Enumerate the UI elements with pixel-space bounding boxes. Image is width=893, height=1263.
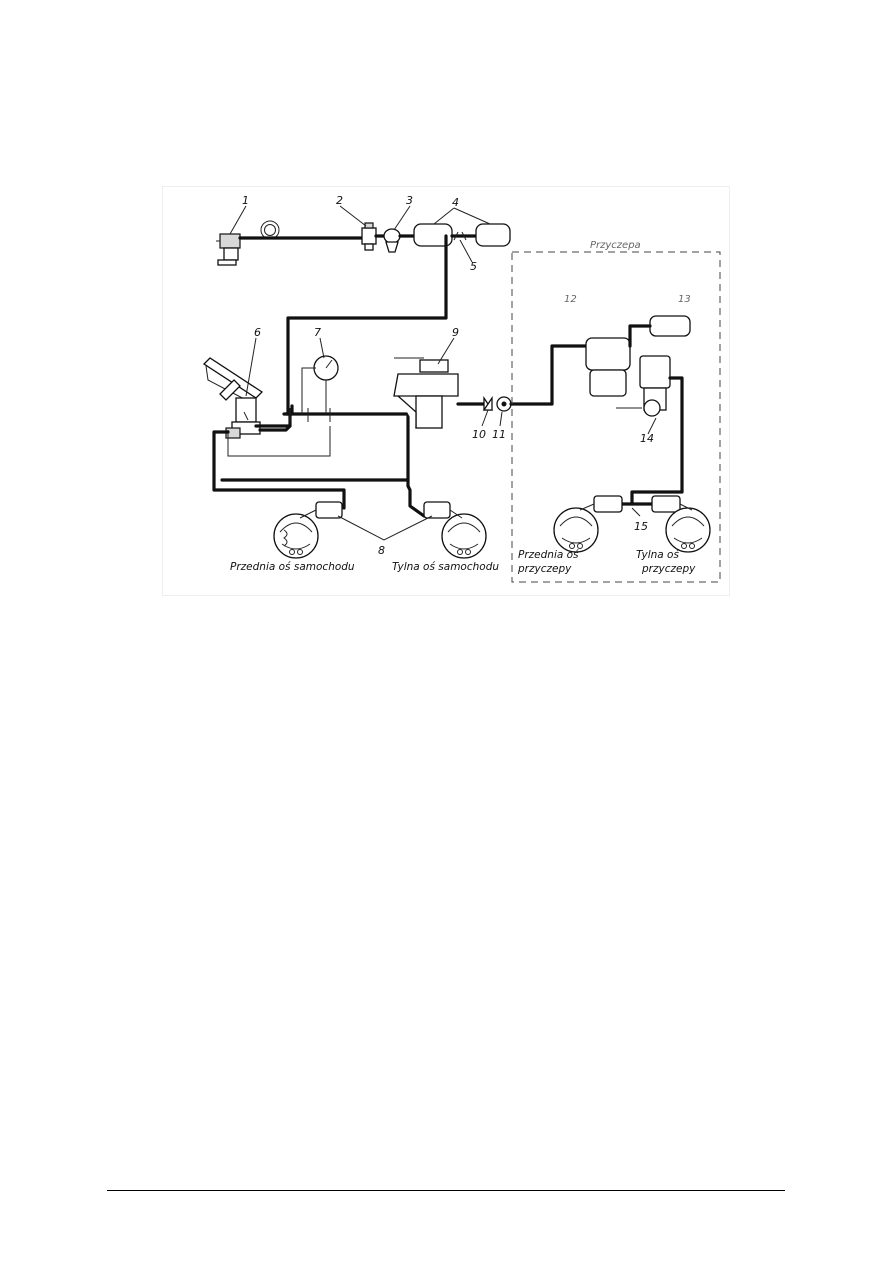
label-10: 10 [472,428,486,441]
coupling-head [496,396,512,412]
footer-rule [107,1190,785,1191]
filter-part [361,222,377,251]
caption-front-axle-trailer-1: Przednia oś [518,549,579,561]
trailer-relay-valve [585,337,671,417]
label-3: 3 [406,194,413,207]
trailer-tank [649,315,691,337]
label-11: 11 [492,428,506,441]
label-8: 8 [378,544,385,557]
trailer-control-valve [393,357,459,429]
label-14: 14 [640,432,654,445]
label-7: 7 [314,326,321,339]
coil-part [260,220,280,240]
air-tank-2 [475,223,511,247]
caption-front-axle-vehicle: Przednia oś samochodu [230,561,355,573]
label-9: 9 [452,326,459,339]
drum-rear-vehicle [423,501,487,559]
label-6: 6 [254,326,261,339]
drum-front-trailer [553,495,623,553]
pressure-gauge [301,355,339,414]
label-5: 5 [470,260,477,273]
caption-rear-axle-trailer-2: przyczepy [641,563,696,575]
trailer-boundary [511,251,721,583]
caption-rear-axle-trailer-1: Tylna oś [636,549,679,561]
drum-front-vehicle [273,501,343,559]
label-1: 1 [242,194,249,207]
brake-valve-pedal [202,357,264,439]
trailer-label: Przyczepa [590,240,641,251]
label-12: 12 [564,294,577,305]
label-2: 2 [336,194,343,207]
coupling-valve [482,395,494,411]
drum-rear-trailer [651,495,711,553]
brake-system-diagram: 1 2 3 4 5 6 7 8 9 10 11 12 13 14 15 Przy… [162,186,730,596]
regulator-part [383,228,401,253]
label-4: 4 [452,196,459,209]
label-15: 15 [634,520,648,533]
caption-front-axle-trailer-2: przyczepy [517,563,572,575]
label-13: 13 [678,294,691,305]
caption-rear-axle-vehicle: Tylna oś samochodu [392,561,499,573]
